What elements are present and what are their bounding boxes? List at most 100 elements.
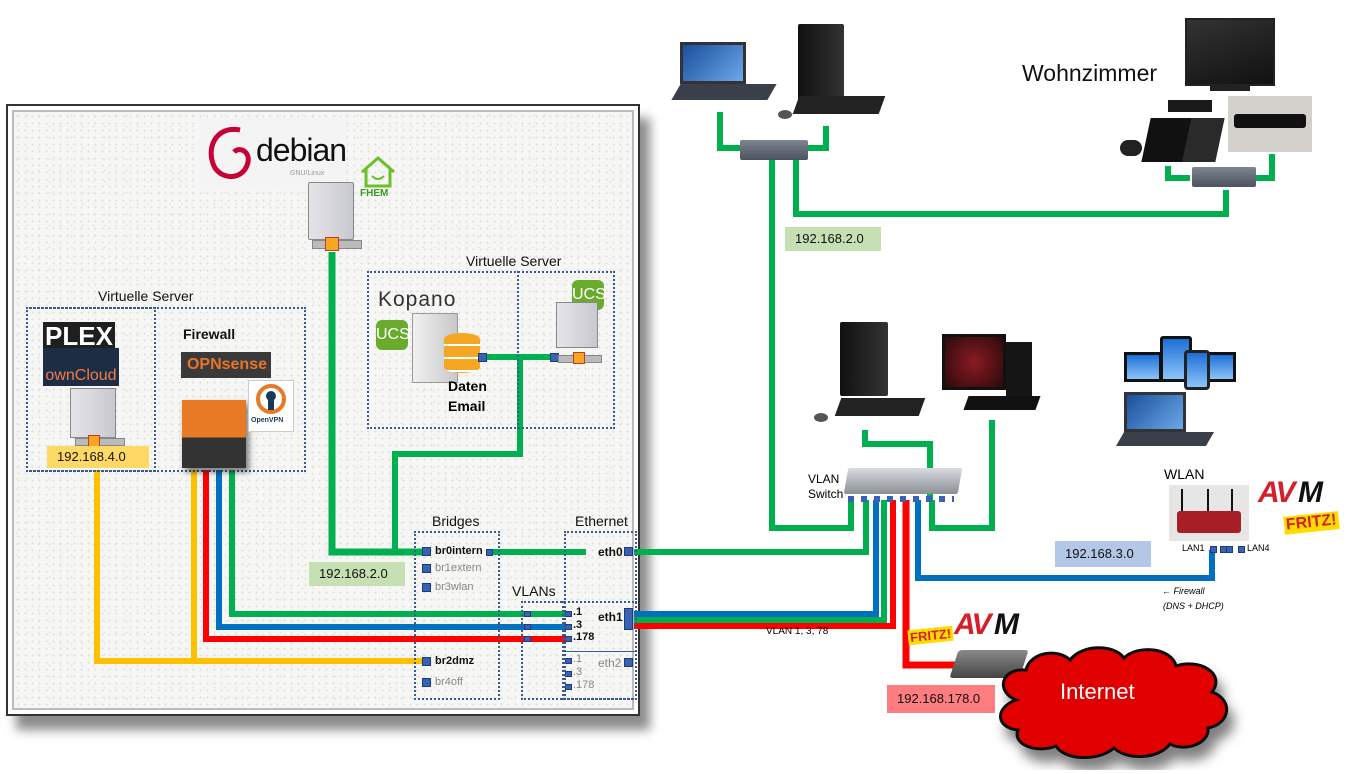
eth1-port [624,608,633,630]
br4off-port [422,678,431,687]
eth2-vlan3-label: .3 [573,666,583,678]
ucs-badge-mail: UCS [376,320,410,350]
vlans-inner-divider [562,601,564,700]
office-small-switch-icon [740,140,808,160]
wlan-network-label: 192.168.3.0 [1055,541,1151,567]
dmz-network-label: 192.168.4.0 [47,446,149,468]
receiver-icon [1228,96,1312,152]
hp-tower-icon [1006,342,1032,396]
debian-sub: GNU/Linux [290,170,325,177]
eth0-label: eth0 [598,545,623,559]
ethernet-box [564,531,637,700]
vlans-title: VLANs [512,583,556,599]
wlan-lan3-port [1226,546,1233,553]
xbox-console-icon [1141,118,1225,162]
br0intern-label: br0intern [435,545,483,557]
wire-switch-wlan [915,500,1215,581]
wire-lr-xbox [1165,166,1190,181]
wire-firewall-vlan178 [203,470,565,642]
openvpn-logo: OpenVPN [248,380,294,432]
eth0-port [624,547,633,556]
internet-cloud-icon [999,646,1229,760]
kopano-logo: Kopano [378,288,457,311]
br0intern-port [422,547,431,556]
wlan-lan4-port [1238,546,1245,553]
wlan-note-2: (DNS + DHCP) [1163,601,1224,611]
wire-office-livingroom [793,160,1229,217]
debian-logo: debian GNU/Linux [198,118,347,190]
kinect-icon [1168,100,1212,112]
tablet-left-icon [1124,352,1162,382]
desktop-keyboard-icon [834,398,926,416]
vlan-switch-label-2: Switch [808,487,844,501]
wire-firewall-vlan1 [229,470,565,617]
ethernet-title: Ethernet [575,513,628,529]
mail-caption-1: Daten [448,378,487,394]
eth1-label: eth1 [598,610,623,624]
eth2-port [624,658,633,667]
plex-logo: PLEX [43,322,115,350]
debian-swirl-icon [208,126,251,179]
vlan-switch-icon [843,468,963,494]
internet-network-label: 192.168.178.0 [887,685,995,713]
br4off-label: br4off [435,676,463,688]
wlan-lan1-label: LAN1 [1182,543,1205,553]
eth1-vlan178-label: .178 [573,631,595,643]
debian-wordmark: debian [256,132,347,168]
wireless-laptop-icon [1115,392,1215,448]
eth1-vlan3-label: .3 [573,619,583,631]
fhem-label: FHEM [360,188,389,199]
br1extern-label: br1extern [435,562,482,574]
phone-icon [1184,350,1210,390]
openvpn-label: OpenVPN [251,417,284,424]
wire-dmz [94,470,424,664]
vm-media-box [26,307,156,472]
wire-office-laptop [717,112,742,151]
opnsense-logo: OPNsense [181,352,271,378]
vlan-pass-port-3 [524,624,531,630]
bridges-title: Bridges [432,513,480,529]
vlan-switch-label-1: VLAN [808,472,840,486]
wire-firewall-vlan3 [216,470,565,630]
br2dmz-port [422,657,431,666]
wlan-note-1: ← Firewall [1162,586,1205,596]
hp-monitor-icon [942,334,1006,390]
internet-label: Internet [1060,679,1135,704]
wire-switch-router [902,500,958,669]
desktop-mouse-icon [814,413,828,422]
wire-lr-receiver [1256,154,1275,181]
office-pc-tower-icon [798,24,844,102]
hp-keyboard-icon [963,396,1041,410]
opnsense-appliance-icon [182,400,246,468]
vm-group-right-title: Virtuelle Server [466,253,562,269]
vlan-pass-port-1 [524,611,531,617]
bridges-box [414,531,500,700]
media-nic-bar [75,438,125,446]
wire-vm-br0intern [392,357,523,552]
wlan-lan1-port [1210,546,1217,553]
br3wlan-port [422,583,431,592]
mail-caption-2: Email [448,398,486,414]
host-server-icon [308,182,354,240]
mail-vm-port [478,353,487,362]
living-room-title: Wohnzimmer [1022,60,1158,86]
br3wlan-label: br3wlan [435,581,474,593]
eth1-eth2-divider [562,651,637,652]
living-room-switch-icon [1192,167,1256,187]
eth2-vlan1-label: .1 [573,653,583,665]
tv-stand-icon [1210,86,1250,91]
firewall-title: Firewall [183,326,236,342]
office-mouse-icon [778,110,792,119]
keyhole-icon [256,384,286,414]
house-icon [361,156,395,188]
wire-switch-pc2 [929,420,995,531]
tv-icon [1185,18,1275,86]
owncloud-logo: ownCloud [43,348,119,386]
vlan-switch-ports [848,496,954,502]
wire-eth0-switch [634,500,869,555]
fhem-logo: FHEM [358,156,398,202]
eth2-vlan178-label: .178 [573,679,595,691]
